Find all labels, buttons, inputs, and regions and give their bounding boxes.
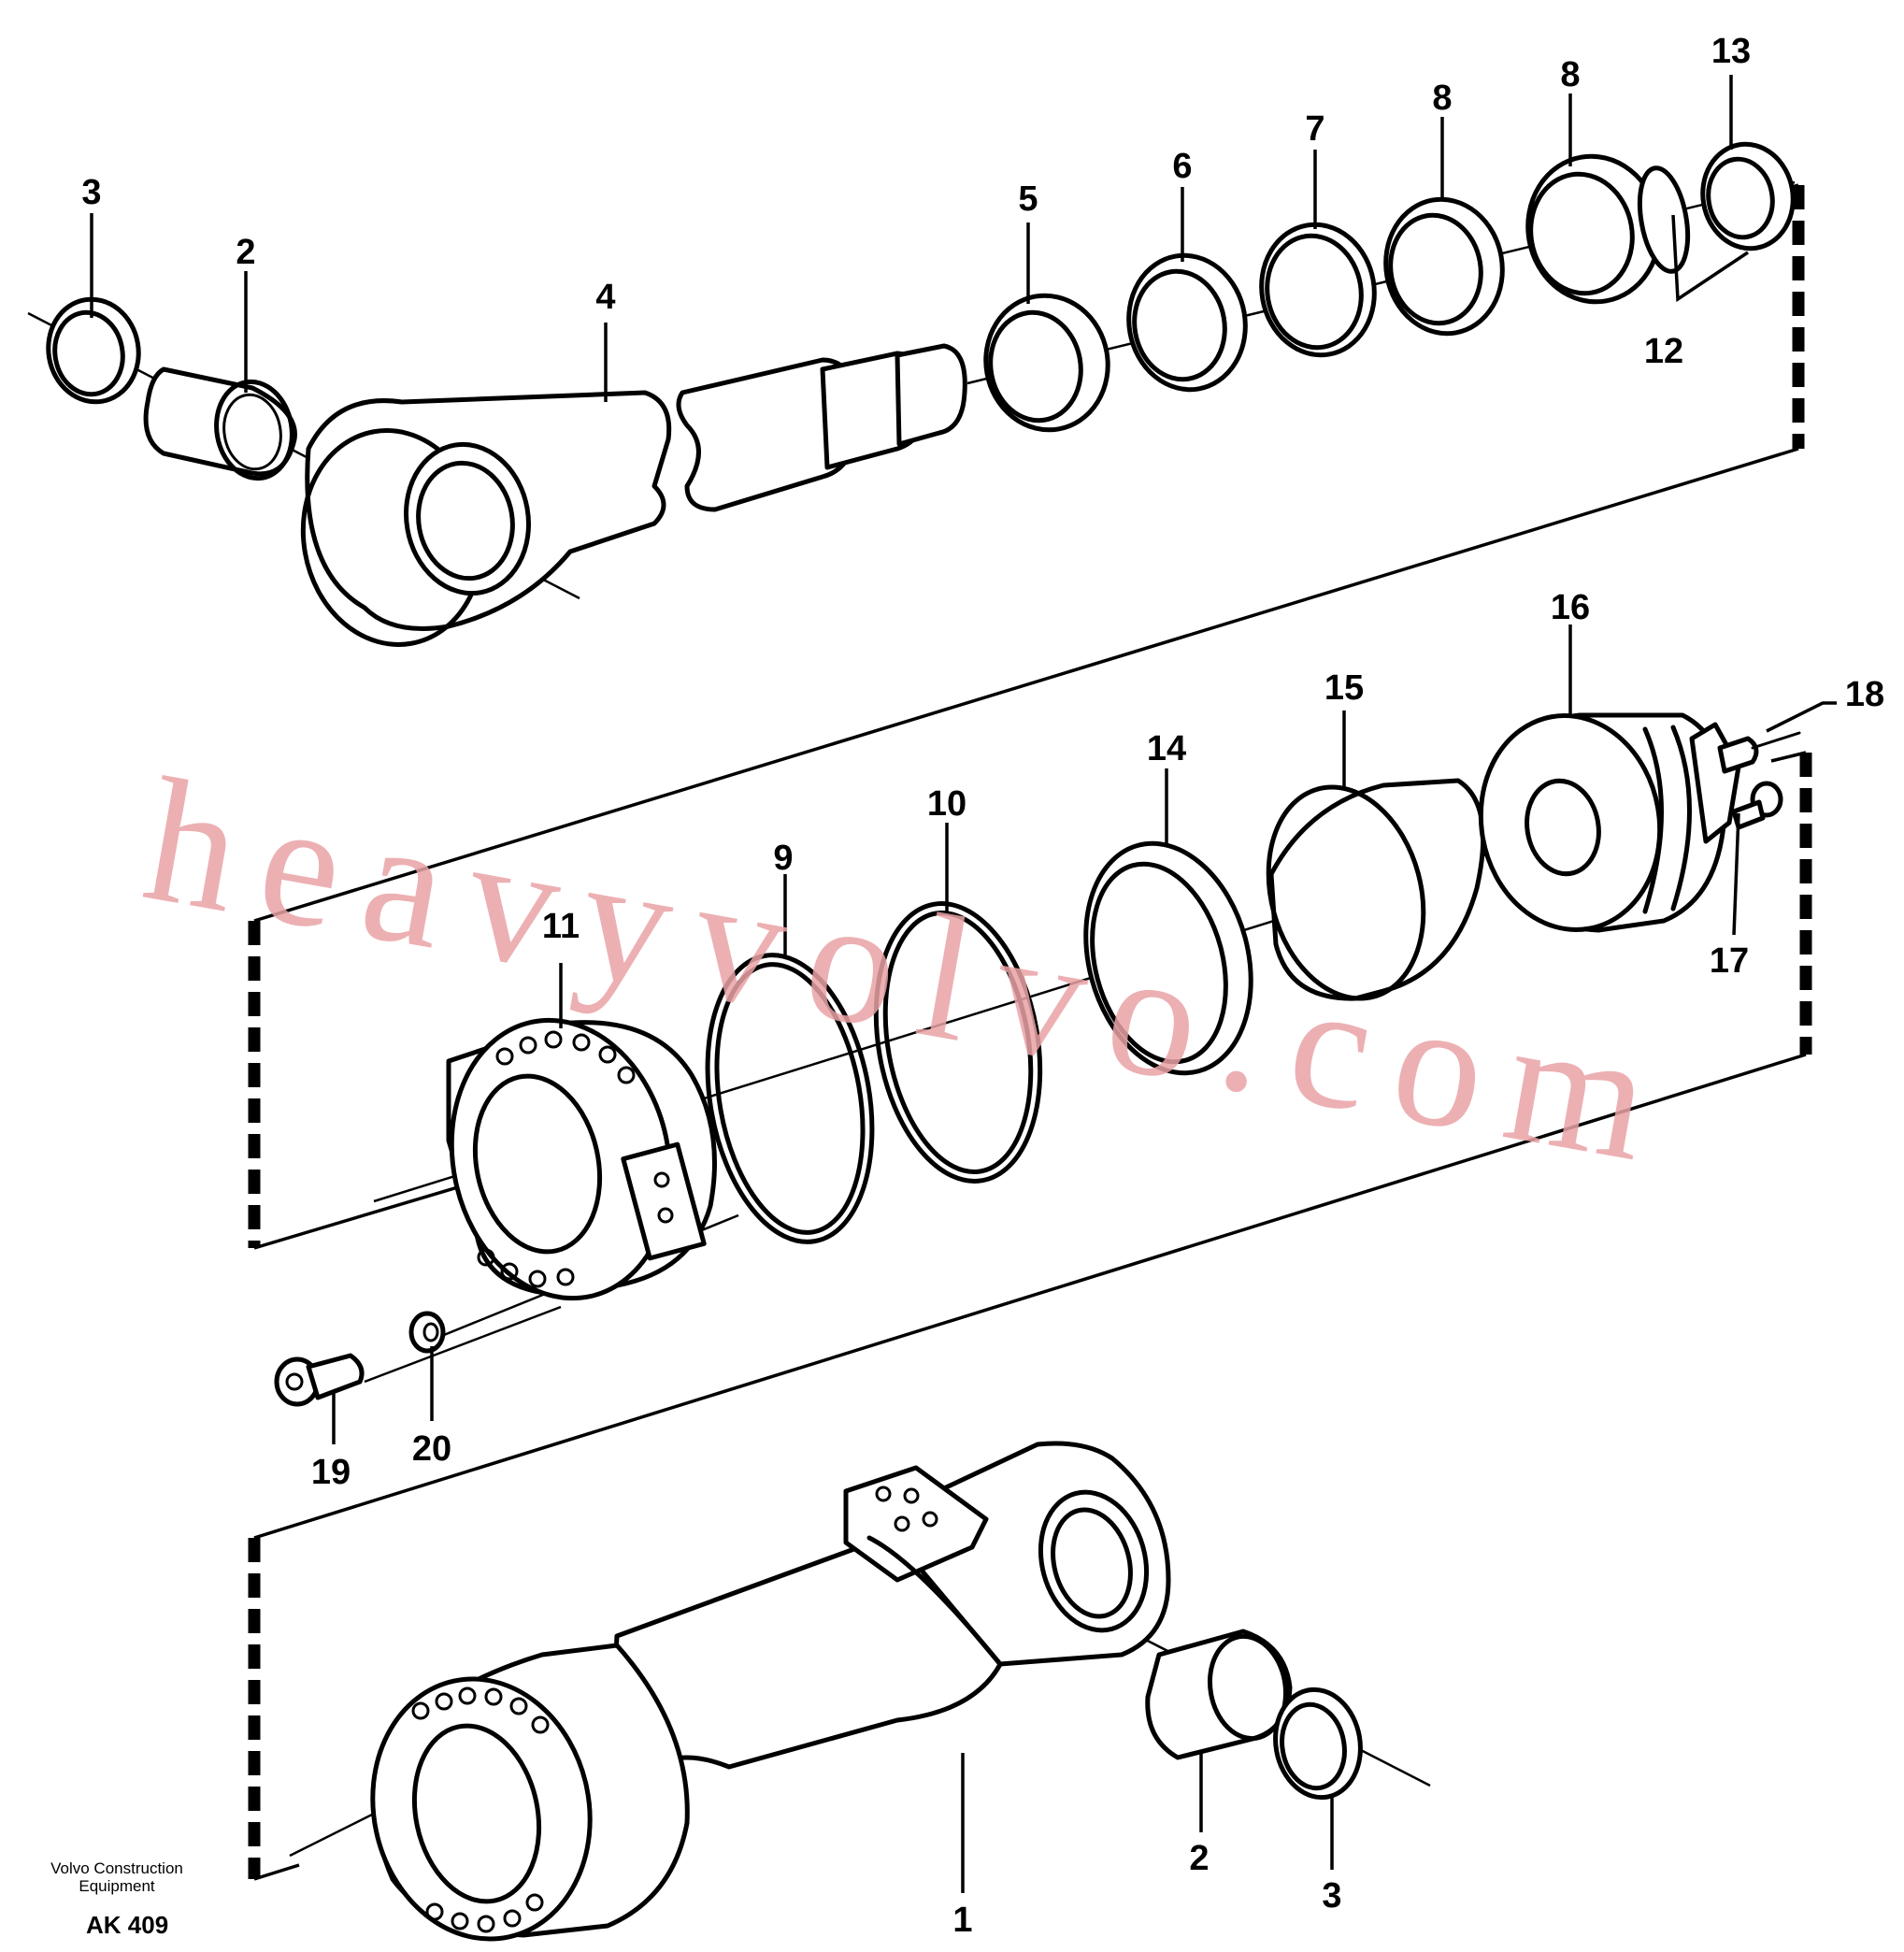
- part-17-nipple: [1731, 781, 1783, 830]
- footer: Volvo Construction Equipment AK 409: [50, 1859, 183, 1939]
- part-4-piston-rod: [300, 343, 967, 647]
- part-19-screw: [274, 1305, 562, 1407]
- label-part-18: 18: [1845, 675, 1884, 714]
- footer-caption-line1: Volvo Construction: [50, 1859, 183, 1877]
- part-2-bushing-top: [143, 366, 297, 481]
- part-14-seal-ring: [1083, 840, 1253, 1076]
- label-part-19: 19: [311, 1453, 351, 1492]
- part-1-cylinder-tube: [370, 1441, 1171, 1942]
- label-part-2-top: 2: [236, 233, 255, 272]
- part-10-backup-ring: [873, 901, 1043, 1184]
- label-part-9: 9: [773, 839, 793, 878]
- footer-drawing-code: AK 409: [86, 1911, 168, 1939]
- part-18-screw: [1717, 731, 1801, 774]
- label-part-1: 1: [952, 1901, 972, 1940]
- label-part-5: 5: [1018, 179, 1038, 219]
- label-part-3-top: 3: [81, 173, 101, 212]
- part-labels: 3 2 4 5 6 7 8 8 13 12 11 9 10 14 15 16 1…: [81, 32, 1884, 1940]
- label-part-7: 7: [1305, 109, 1324, 149]
- head-bolt-holes: [477, 1030, 636, 1288]
- label-part-14: 14: [1147, 729, 1186, 768]
- tube-bolt-holes: [411, 1686, 550, 1933]
- label-part-6: 6: [1172, 147, 1192, 186]
- label-part-2-bottom: 2: [1189, 1839, 1209, 1878]
- part-13-seal: [1700, 141, 1796, 251]
- leader-lines: [90, 75, 1837, 1893]
- label-part-15: 15: [1324, 668, 1364, 708]
- part-6-ring: [1126, 252, 1248, 393]
- label-part-16: 16: [1551, 588, 1590, 627]
- footer-caption-line2: Equipment: [79, 1877, 155, 1895]
- label-part-4: 4: [595, 278, 615, 317]
- label-part-11: 11: [542, 907, 580, 946]
- part-16-piston: [1478, 712, 1741, 933]
- frame-bottom: [248, 1538, 300, 1881]
- part-7-ring: [1259, 222, 1377, 358]
- part-15-guide-band: [1266, 778, 1486, 1001]
- label-part-17: 17: [1710, 941, 1749, 981]
- label-part-10: 10: [927, 784, 966, 824]
- part-20-washer: [408, 1311, 446, 1354]
- label-part-13: 13: [1711, 32, 1751, 71]
- part-8-guide-ring-wide: [1525, 153, 1691, 305]
- label-part-20: 20: [412, 1429, 451, 1469]
- part-3-scraper-ring-bottom: [1273, 1686, 1363, 1801]
- part-2-bushing-bottom: [1145, 1629, 1293, 1760]
- label-part-8b: 8: [1560, 55, 1580, 94]
- label-part-3-bottom: 3: [1322, 1876, 1341, 1916]
- frame-middle: [248, 751, 1812, 1540]
- part-8-ring-split: [1383, 196, 1505, 337]
- part-3-scraper-ring-top: [46, 296, 141, 405]
- label-part-8: 8: [1432, 79, 1452, 118]
- label-part-12: 12: [1644, 332, 1683, 371]
- part-9-o-ring: [705, 953, 875, 1244]
- part-5-ring: [983, 293, 1110, 433]
- part-11-cylinder-head: [446, 1017, 717, 1301]
